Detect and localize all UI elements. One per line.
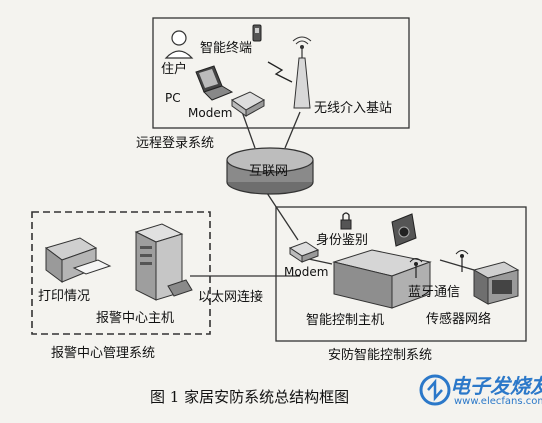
alarm-center-region-frame <box>31 211 211 335</box>
connection-lines <box>190 105 475 277</box>
printer-icon <box>44 237 112 283</box>
label-alarm-center-region: 报警中心管理系统 <box>51 346 156 361</box>
label-control-host: 智能控制主机 <box>306 313 385 328</box>
smart-terminal-phone-icon <box>252 24 262 42</box>
sensor-network-device-icon <box>472 261 520 305</box>
alarm-host-tower-icon <box>134 223 193 301</box>
watermark-url: www.elecfans.com <box>454 396 542 407</box>
modem-top-icon <box>230 91 266 117</box>
wireless-signal-zigzag <box>267 61 293 83</box>
resident-icon <box>164 30 194 59</box>
remote-region-frame <box>152 17 410 129</box>
laptop-icon <box>195 65 234 101</box>
label-bluetooth: 蓝牙通信 <box>408 285 461 300</box>
sensor-antenna-icon <box>455 250 469 272</box>
wireless-base-station-icon <box>292 36 312 109</box>
lock-icon <box>340 212 352 230</box>
modem-bottom-icon <box>288 241 320 263</box>
label-identity: 身份鉴别 <box>316 233 369 248</box>
figure-caption: 图 1 家居安防系统总结构框图 <box>150 388 350 406</box>
label-security-region: 安防智能控制系统 <box>328 348 433 363</box>
control-host-box-icon <box>332 249 432 309</box>
label-modem-bottom: Modem <box>284 265 329 279</box>
label-print: 打印情况 <box>38 289 91 304</box>
label-wireless-station: 无线介入基站 <box>314 101 393 116</box>
label-smart-terminal: 智能终端 <box>200 41 253 56</box>
label-internet: 互联网 <box>249 164 289 179</box>
label-resident: 住户 <box>161 62 188 77</box>
label-ethernet: 以太网连接 <box>198 290 264 305</box>
watermark-text: 电子发烧友 <box>450 374 542 398</box>
label-modem-top: Modem <box>188 106 233 120</box>
security-region-frame <box>275 206 527 342</box>
label-remote-region: 远程登录系统 <box>136 136 215 151</box>
label-alarm-host: 报警中心主机 <box>96 311 175 326</box>
camera-icon <box>391 213 417 247</box>
bluetooth-antenna-icon <box>409 258 423 278</box>
label-sensor-net: 传感器网络 <box>426 312 492 327</box>
label-pc: PC <box>165 91 181 105</box>
internet-cylinder <box>226 147 314 195</box>
watermark: 电子发烧友 www.elecfans.com <box>418 368 542 418</box>
watermark-logo-icon <box>419 374 451 406</box>
